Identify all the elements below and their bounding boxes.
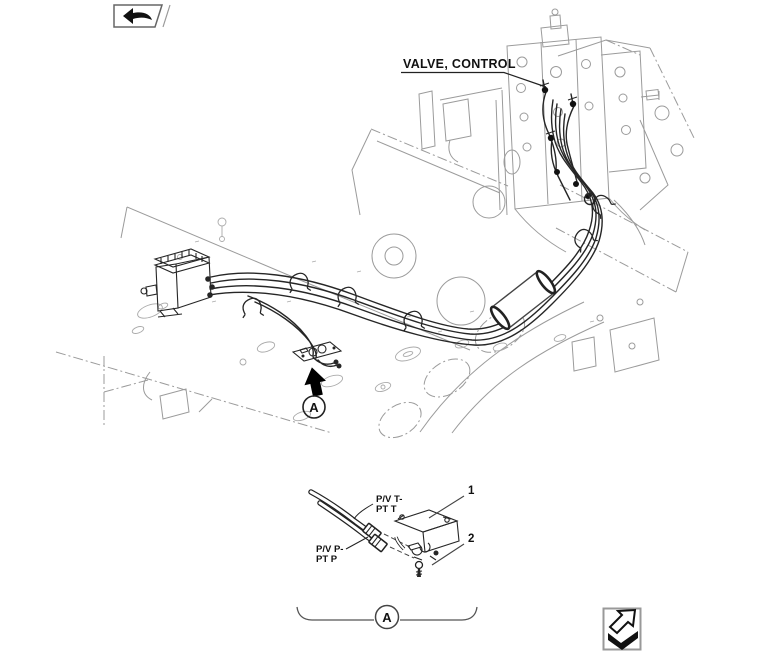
page-forward-arrow-icon bbox=[608, 608, 638, 650]
pilot-valve-block bbox=[140, 248, 215, 318]
detail-view: P/V T- PT T P/V P- PT P 1 2 A bbox=[296, 485, 478, 630]
branch-hoses bbox=[247, 295, 317, 359]
detail-bracket bbox=[393, 509, 460, 561]
hose-clamps bbox=[238, 191, 617, 334]
port-label-pvp-line1: P/V P- bbox=[316, 544, 343, 555]
valve-callout-leader bbox=[401, 71, 547, 88]
item-2-leader bbox=[431, 543, 465, 566]
item-1-leader bbox=[428, 495, 465, 519]
detail-view-marker-letter: A bbox=[382, 610, 392, 625]
item-callout-1: 1 bbox=[428, 485, 475, 519]
machine-frame-outline bbox=[55, 39, 696, 439]
port-label-pvp-leader bbox=[345, 536, 369, 550]
prev-page-button[interactable] bbox=[112, 3, 176, 29]
port-label-pvt-line1: P/V T- bbox=[376, 494, 402, 505]
detail-a-assembly bbox=[291, 341, 343, 369]
view-marker-main: A bbox=[302, 395, 326, 419]
return-arrow-icon bbox=[123, 8, 152, 24]
valve-control-label: VALVE, CONTROL bbox=[403, 57, 516, 71]
item-callout-2: 2 bbox=[431, 533, 474, 566]
item-number-1: 1 bbox=[468, 485, 475, 497]
port-label-pvt: P/V T- PT T bbox=[353, 494, 402, 520]
hose-sleeve bbox=[489, 269, 557, 331]
valve-callout: VALVE, CONTROL bbox=[401, 57, 547, 88]
detail-location-arrow-icon bbox=[304, 367, 326, 397]
port-label-pvp: P/V P- PT P bbox=[316, 536, 369, 565]
detail-hoses bbox=[308, 489, 415, 559]
port-label-pvt-leader bbox=[353, 503, 374, 520]
control-valve-assembly bbox=[506, 8, 660, 253]
detail-scope-bracket: A bbox=[296, 604, 478, 630]
next-page-button[interactable] bbox=[602, 607, 642, 651]
item-number-2: 2 bbox=[468, 533, 474, 545]
port-label-pvt-line2: PT T bbox=[376, 504, 397, 515]
port-label-pvp-line2: PT P bbox=[316, 554, 338, 565]
view-marker-main-letter: A bbox=[309, 400, 319, 415]
detail-bolt bbox=[414, 560, 424, 577]
